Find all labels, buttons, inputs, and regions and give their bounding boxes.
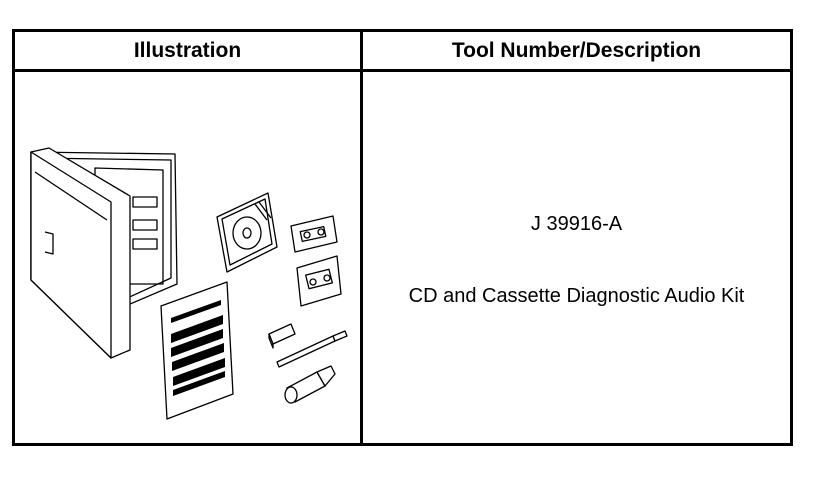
tool-description: CD and Cassette Diagnostic Audio Kit [408, 285, 745, 307]
cd-icon [216, 192, 278, 273]
cleaner-icon [284, 365, 336, 404]
cassette-icon [290, 215, 338, 253]
description-cell: J 39916-A CD and Cassette Diagnostic Aud… [363, 72, 790, 443]
tool-table: Illustration Tool Number/Description [12, 29, 793, 446]
probe-icon [276, 330, 348, 368]
illustration-header: Illustration [133, 39, 242, 62]
document-icon [160, 281, 234, 420]
tool-description-header: Tool Number/Description [451, 39, 702, 62]
illustration-cell [15, 72, 360, 443]
table-header-row: Illustration Tool Number/Description [15, 32, 790, 72]
tool-number: J 39916-A [530, 213, 623, 235]
plug-icon [268, 323, 296, 349]
case-icon [30, 147, 178, 359]
cassette-icon [296, 255, 342, 307]
column-divider [360, 32, 363, 443]
audio-kit-illustration [30, 147, 348, 420]
